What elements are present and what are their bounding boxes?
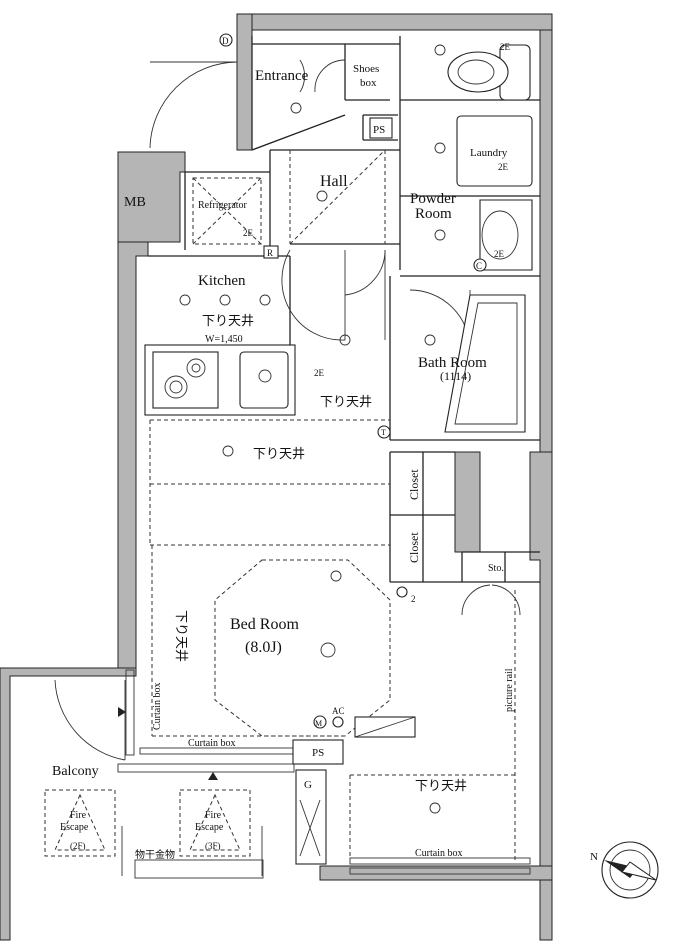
fire-escape-1-floor: (2F) [70, 841, 86, 851]
powder-room-label-2: Room [415, 206, 452, 222]
balcony-label: Balcony [52, 764, 99, 779]
ceiling-mid-right-label: 下り天井 [320, 394, 372, 409]
two-e-laundry: 2E [498, 162, 509, 172]
ceiling-lights [179, 44, 446, 814]
d-marker: D [222, 36, 229, 46]
drying-hardware-label: 物干金物 [135, 848, 175, 861]
kitchen-label: Kitchen [198, 273, 246, 289]
bedroom-label: Bed Room [230, 616, 299, 633]
bedroom-ceiling-label: 下り天井 [174, 610, 189, 662]
m-marker: M [315, 719, 322, 728]
powder-sink [479, 199, 533, 271]
powder-room-label-1: Powder [410, 191, 456, 207]
bottom-wall [319, 865, 553, 881]
interior-walls [148, 36, 540, 583]
two-e-fridge: 2E [243, 228, 254, 238]
two-outlet-label: 2 [411, 594, 416, 604]
refrigerator-space [192, 177, 262, 245]
kitchen-counter [144, 344, 390, 546]
c-marker: C [476, 261, 482, 271]
refrigerator-label: Refrigerator [198, 200, 248, 211]
closet-2-label: Closet [407, 532, 421, 563]
toilet [447, 44, 531, 101]
laundry-pan [456, 115, 533, 187]
laundry-label: Laundry [470, 147, 508, 159]
fire-escape-1-line-1: Fire [70, 810, 87, 821]
curtain-box-bottom-label: Curtain box [415, 848, 463, 859]
bathtub [444, 294, 526, 433]
bottom-ceiling-label: 下り天井 [415, 778, 467, 793]
two-e-powder: 2E [494, 249, 505, 259]
left-wall-middle [117, 241, 149, 669]
fire-escape-2-floor: (3F) [205, 841, 221, 851]
r-marker: R [267, 248, 273, 258]
kitchen-ceiling-label: 下り天井 [202, 313, 254, 328]
ceiling-center-label: 下り天井 [253, 446, 305, 461]
hall-ceiling-box [289, 149, 386, 245]
two-e-toilet: 2E [500, 42, 511, 52]
exterior-walls [0, 13, 553, 941]
left-wall-upper [236, 13, 253, 151]
curtain-box-horizontal-label: Curtain box [188, 738, 236, 749]
fire-escape-1-line-2: Escape [60, 822, 89, 833]
fire-escape-2-line-2: Escape [195, 822, 224, 833]
shoes-box-label-2: box [360, 77, 377, 89]
storage-label: Sto. [488, 563, 504, 574]
kitchen-width-label: W=1,450 [205, 334, 243, 345]
closet-right-wall [454, 451, 481, 553]
t-marker: T [381, 428, 386, 437]
ps-bottom-label: PS [312, 747, 324, 759]
ps-g-boxes [292, 117, 393, 865]
two-e-kitchen: 2E [314, 368, 325, 378]
bedroom-size: (8.0J) [245, 639, 282, 656]
curtain-box-vertical-label: Curtain box [152, 683, 163, 731]
balcony-fixtures [44, 789, 264, 879]
ac-marker: AC [332, 706, 345, 716]
entrance-label: Entrance [255, 68, 309, 84]
hall-label: Hall [320, 173, 348, 190]
shoes-box-label-1: Shoes [353, 63, 379, 75]
labels: Entrance Shoes box PS Hall Powder Room L… [52, 63, 515, 861]
ps-top-label: PS [373, 124, 385, 136]
g-label: G [304, 779, 312, 791]
bedroom-ceiling-outline [151, 545, 516, 860]
bath-room-size: (1114) [440, 369, 471, 383]
right-wall-lower [529, 451, 553, 941]
top-wall [236, 13, 553, 37]
fire-escape-2-line-1: Fire [205, 810, 222, 821]
compass-rose [601, 841, 659, 899]
doors [54, 59, 521, 761]
balcony-left-wall [0, 667, 137, 941]
symbols: D R T C M AC 2E 2E 2E 2E 2E 2 N [118, 33, 598, 863]
closet-1-label: Closet [407, 469, 421, 500]
picture-rail-label: picture rail [504, 668, 515, 712]
compass-north-label: N [590, 851, 598, 863]
bath-room-label: Bath Room [418, 355, 487, 371]
mb-label: MB [124, 195, 146, 210]
